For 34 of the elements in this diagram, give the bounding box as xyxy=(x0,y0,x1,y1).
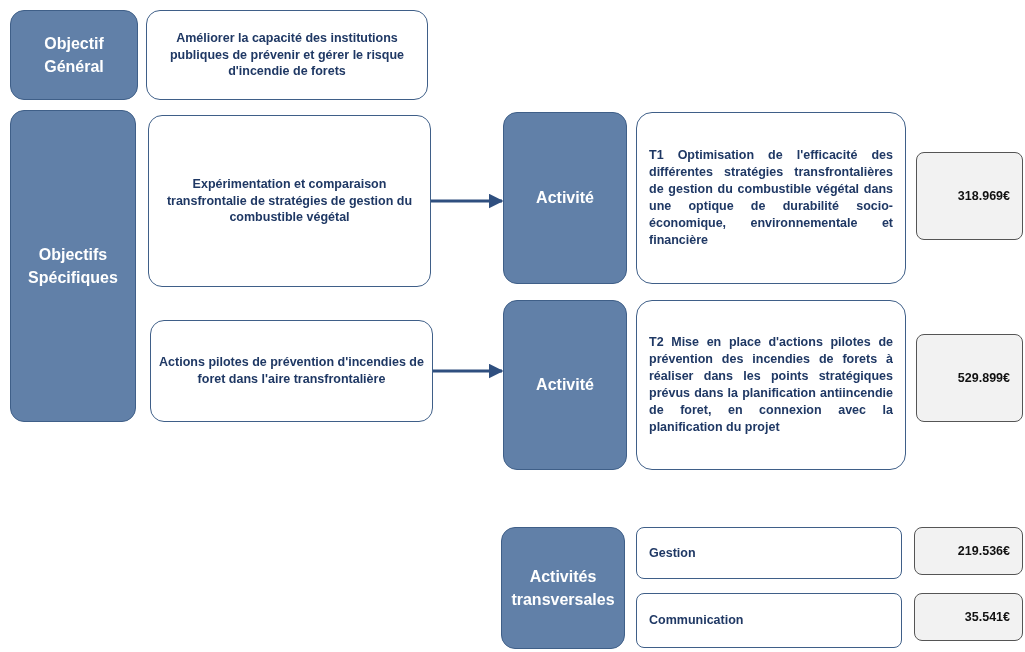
box-text: Actions pilotes de prévention d'incendies de foret dans l'aire transfrontalière xyxy=(158,354,425,388)
amount-box xyxy=(914,593,1023,641)
box-text: Améliorer la capacité des institutions publiques de prévenir et gérer le risque d'incendie de forets xyxy=(168,29,406,81)
objective-box xyxy=(146,10,428,100)
box-text: Communication xyxy=(649,612,745,629)
box-text: Expérimentation et comparaison transfrontalie de stratégies de gestion du combustible végétal xyxy=(165,175,414,227)
arrow xyxy=(433,363,504,379)
category-box xyxy=(503,300,627,470)
box-text: Activité xyxy=(536,375,594,396)
amount-box xyxy=(916,334,1023,422)
category-box xyxy=(10,110,136,422)
box-text: Activité xyxy=(536,188,594,209)
arrow xyxy=(431,193,504,209)
category-box xyxy=(503,112,627,284)
box-text: 219.536€ xyxy=(956,542,1010,560)
box-text: 35.541€ xyxy=(963,608,1010,626)
amount-box xyxy=(916,152,1023,240)
amount-box xyxy=(914,527,1023,575)
box-text: Objectifs Spécifiques xyxy=(27,244,119,288)
activity-box xyxy=(636,527,902,579)
category-box xyxy=(501,527,625,649)
box-text: Objectif Général xyxy=(43,33,105,77)
category-box xyxy=(10,10,138,100)
box-text: Gestion xyxy=(649,544,697,562)
activity-box xyxy=(636,593,902,648)
task-box xyxy=(636,300,906,470)
box-text: T2 Mise en place d'actions pilotes de prévention des incendies de forets à réaliser dans les points stratégiques prévus dans la planification antiincendie de foret, en connexion avec la planification du projet xyxy=(649,334,893,436)
box-text: Activités transversales xyxy=(510,566,616,610)
objective-box xyxy=(148,115,431,287)
task-box xyxy=(636,112,906,284)
objective-box xyxy=(150,320,433,422)
box-text: T1 Optimisation de l'efficacité des différentes stratégies transfrontalières de gestion du combustible végétal dans une optique de durabilité socio-économique, environnementale et financière xyxy=(649,147,893,249)
box-text: 529.899€ xyxy=(956,369,1010,387)
box-text: 318.969€ xyxy=(956,187,1010,205)
